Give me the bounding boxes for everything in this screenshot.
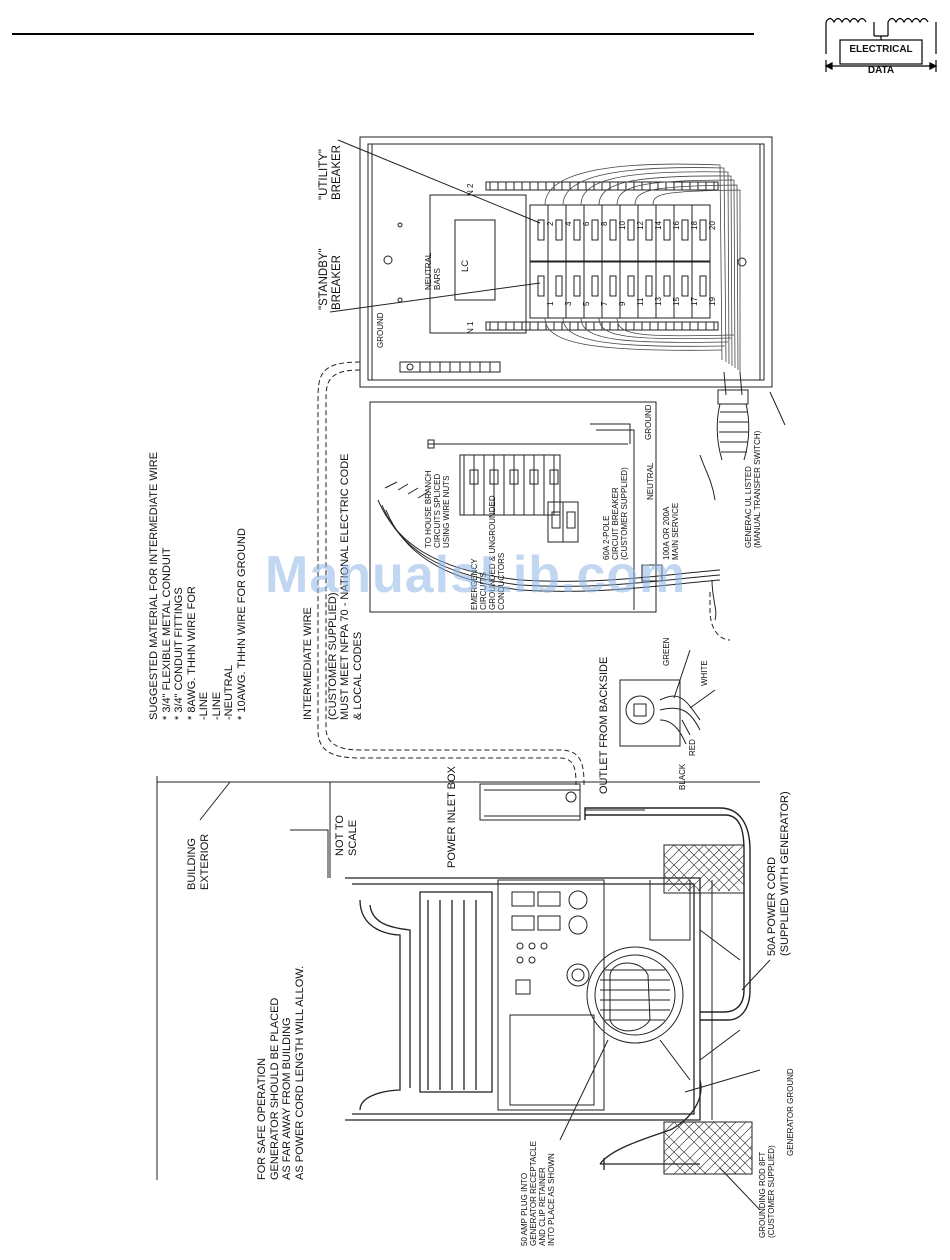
harness-wires	[544, 163, 741, 372]
generac-leader	[769, 391, 786, 426]
power-cord-path	[584, 807, 751, 1021]
wheel-bottom	[663, 1121, 753, 1175]
generator-control-panel	[497, 879, 605, 1111]
ground-label: GROUND	[376, 312, 385, 348]
breaker-number: 15	[672, 297, 681, 306]
main-service-panel	[369, 401, 721, 621]
breaker-number: 20	[708, 221, 717, 230]
suggested-material-label: SUGGESTED MATERIAL FOR INTERMEDIATE WIRE…	[148, 451, 248, 720]
watermark: ManualsLib.com	[265, 546, 687, 604]
standby-breaker-label: "STANDBY"BREAKER	[318, 248, 343, 310]
badge-title: ELECTRICAL	[849, 44, 913, 55]
breaker-number: 1	[546, 301, 555, 306]
wire-red-label: RED	[688, 739, 697, 756]
not-to-scale-bracket	[290, 782, 331, 878]
breaker-number: 17	[690, 297, 699, 306]
breaker-number: 3	[564, 301, 573, 306]
n2-label: N 2	[466, 183, 475, 196]
grounding-rod-label: GROUNDING ROD 8FT(CUSTOMER SUPPLIED)	[758, 1145, 776, 1238]
header-rule	[12, 33, 754, 35]
power-inlet-box-label: POWER INLET BOX	[446, 766, 458, 868]
breaker-row-even	[529, 204, 711, 262]
breaker-number: 11	[636, 297, 645, 306]
breaker-row-odd	[529, 261, 711, 319]
generac-listed-label: GENERAC UL LISTED(MANUAL TRANSFER SWITCH…	[744, 430, 762, 548]
building-leader	[199, 781, 231, 821]
outlet-backside-label: OUTLET FROM BACKSIDE	[598, 656, 610, 794]
plug-leader	[559, 1039, 609, 1141]
transfer-switch-enclosure	[359, 136, 773, 388]
breaker-number: 16	[672, 221, 681, 230]
electrical-data-badge: ELECTRICAL DATA	[820, 14, 942, 84]
wire-green-label: GREEN	[662, 637, 671, 666]
standby-leader	[329, 282, 541, 313]
neutral-label: NEUTRAL	[646, 462, 655, 500]
breaker-number: 8	[600, 221, 609, 226]
wheel-top	[663, 844, 745, 894]
breaker-number: 13	[654, 297, 663, 306]
outlet-backside	[619, 649, 716, 747]
grounding-rod	[599, 1079, 702, 1170]
generator-ground-label: GENERATOR GROUND	[786, 1068, 795, 1156]
neutral-bar-top	[485, 181, 719, 191]
panel-ground-label: GROUND	[644, 404, 653, 440]
breaker-number: 6	[582, 221, 591, 226]
wheel-hatching	[663, 844, 753, 1175]
power-inlet-box	[479, 783, 645, 821]
ground-bar	[399, 361, 501, 373]
power-cord-leader	[741, 959, 771, 991]
coil-icon	[824, 17, 938, 72]
utility-leader	[337, 139, 541, 224]
generator-frame	[345, 877, 701, 1121]
intermediate-wire-run	[317, 361, 731, 786]
grounding-rod-leader	[719, 1167, 761, 1211]
breaker-number: 9	[618, 301, 627, 306]
frame-legs	[659, 880, 741, 1120]
generator-ground-leader	[684, 1069, 761, 1093]
n1-label: N 1	[466, 321, 475, 334]
utility-breaker-label: "UTILITY"BREAKER	[318, 145, 343, 200]
breaker-number: 12	[636, 221, 645, 230]
wire-black-label: BLACK	[678, 763, 687, 790]
breaker-number: 14	[654, 221, 663, 230]
lc-label: LC	[460, 259, 471, 272]
breaker-number: 4	[564, 221, 573, 226]
flex-conduit	[716, 371, 750, 461]
wire-white-label: WHITE	[700, 660, 709, 686]
breaker-number: 7	[600, 301, 609, 306]
generator-engine	[586, 880, 691, 1044]
breaker-number: 19	[708, 297, 717, 306]
breaker-number: 2	[546, 221, 555, 226]
breaker-number: 5	[582, 301, 591, 306]
neutral-bar-bottom	[485, 321, 719, 331]
badge-subtitle: DATA	[867, 65, 895, 76]
breaker-number: 18	[690, 221, 699, 230]
breaker-number: 10	[618, 221, 627, 230]
power-cord-label: 50A POWER CORD(SUPPLIED WITH GENERATOR)	[766, 791, 791, 956]
